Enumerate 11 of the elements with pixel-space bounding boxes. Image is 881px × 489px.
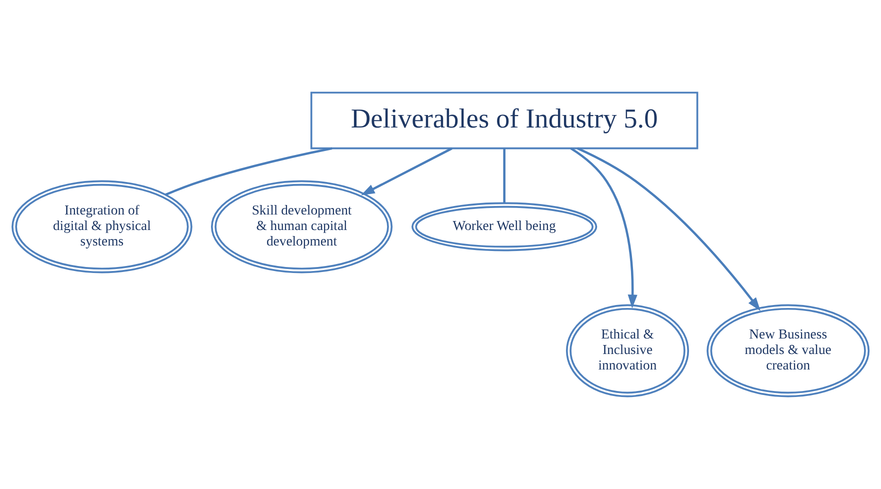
node-ellipse: Worker Well being [411,202,598,252]
connector [165,147,332,196]
arrow [577,147,761,312]
arrow [361,147,452,196]
connector [503,148,506,204]
node-ellipse: Integration of digital & physical systems [12,180,192,274]
arrow [570,147,638,308]
node-ellipse: Skill development & human capital development [210,180,393,274]
node-ellipse: New Business models & value creation [706,304,870,398]
node-ellipse: Ethical & Inclusive innovation [566,304,690,398]
node-box: Deliverables of Industry 5.0 [310,92,698,150]
